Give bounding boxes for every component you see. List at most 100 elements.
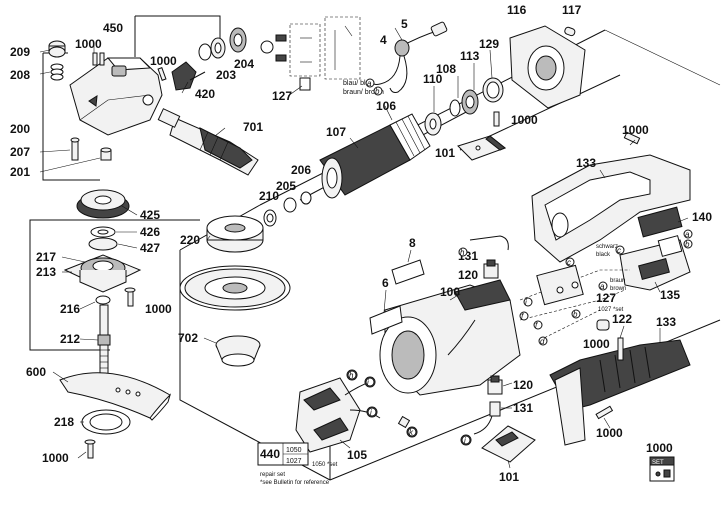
label-203: 203: [216, 68, 236, 82]
brush-cover-101-top: [457, 111, 507, 161]
screw-1000-b: [157, 67, 167, 81]
power-cord: [371, 21, 448, 93]
bearings-110-113: [424, 77, 504, 136]
conn-i-2: i: [464, 436, 466, 445]
conn-k-1: k: [409, 428, 414, 437]
label-208: 208: [10, 68, 30, 82]
label-425: 425: [140, 208, 160, 222]
screw-1000-top: [92, 52, 105, 66]
connector-131-120-top: [469, 235, 509, 279]
label-5: 5: [401, 17, 408, 31]
label-8: 8: [409, 236, 416, 250]
label-113: 113: [460, 49, 480, 63]
grinding-disc: [179, 265, 291, 311]
wire-brown-2: brown: [610, 286, 626, 292]
label-129: 129: [479, 37, 499, 51]
label-106: 106: [376, 99, 396, 113]
pin-207: [70, 137, 80, 161]
legend-repair-set: repair set: [260, 472, 285, 478]
label-1000-c: 1000: [511, 113, 538, 127]
label-100: 100: [440, 285, 460, 299]
wire-schwarz: schwarz: [596, 244, 618, 250]
arrow-marking-icon: [88, 95, 98, 107]
label-1000-g: 1000: [583, 337, 610, 351]
label-702: 702: [178, 331, 198, 345]
wire-blue: blau/ blue: [343, 80, 373, 87]
backing-flange-702: [215, 335, 261, 367]
motor-housing-100: [379, 279, 521, 396]
label-135: 135: [660, 288, 680, 302]
connector-letters: a b c c a b a i f b f d h h i i k i: [347, 78, 693, 445]
leader-lines: [39, 27, 689, 469]
switch-wiring-127: [519, 264, 630, 341]
plug-201: [100, 147, 112, 161]
legend-bulletin: *see Bulletin for reference: [260, 480, 330, 486]
bearing-flange-213: [63, 254, 142, 293]
label-101-a: 101: [435, 146, 455, 160]
label-131-b: 131: [513, 401, 533, 415]
wheel-guard-600: [59, 372, 172, 421]
label-108: 108: [436, 62, 456, 76]
label-217: 217: [36, 250, 56, 264]
label-213: 213: [36, 265, 56, 279]
label-4: 4: [380, 33, 387, 47]
conn-a-3: a: [600, 282, 605, 291]
label-200: 200: [10, 122, 30, 136]
spindle-212: [97, 304, 111, 376]
label-6: 6: [382, 276, 389, 290]
conn-b-2: b: [685, 240, 690, 249]
label-127-a: 127: [272, 89, 292, 103]
label-133-a: 133: [576, 156, 596, 170]
label-207: 207: [10, 145, 30, 159]
label-1027: 1027: [286, 458, 302, 465]
label-1000-b: 1000: [150, 54, 177, 68]
label-117: 117: [562, 3, 582, 17]
screw-1000-lower: [595, 405, 614, 420]
label-1000-i: 1000: [646, 441, 673, 455]
wire-annotations: blau/ blue braun/ brown schwarz black br…: [260, 80, 626, 486]
bearing-203-204: [198, 27, 247, 61]
label-701: 701: [243, 120, 263, 134]
brush-cover-101-bottom: [481, 425, 536, 463]
baffle-6-8: [369, 259, 425, 335]
label-440: 440: [260, 447, 280, 461]
screw-1000-216: [95, 287, 136, 307]
set-1050: 1050 *set: [312, 462, 338, 468]
wire-braun: braun: [610, 278, 625, 284]
label-209: 209: [10, 45, 30, 59]
conn-b-1: b: [375, 87, 380, 96]
label-600: 600: [26, 365, 46, 379]
label-133-b: 133: [656, 315, 676, 329]
armature-107: [299, 109, 471, 201]
label-120-a: 120: [458, 268, 478, 282]
part-number-labels: 450 209 1000 208 1000 200 207 201 203 20…: [10, 3, 712, 484]
conn-c-1: c: [567, 258, 571, 267]
conn-f-1: i: [525, 298, 527, 307]
wire-brown: braun/ brown: [343, 89, 384, 96]
conn-i-1: i: [370, 408, 372, 417]
label-140: 140: [692, 210, 712, 224]
label-450: 450: [103, 21, 123, 35]
wiring-schematic: [260, 16, 361, 91]
wire-black: black: [596, 252, 611, 258]
label-205: 205: [276, 179, 296, 193]
conn-d-1: d: [540, 337, 545, 346]
label-1000-e: 1000: [42, 451, 69, 465]
flange-nut-220: [206, 215, 264, 253]
label-1000-d: 1000: [145, 302, 172, 316]
side-handle-701: [157, 108, 259, 176]
label-107: 107: [326, 125, 346, 139]
conn-f-2: i: [367, 378, 369, 387]
conn-h-2: h: [349, 371, 354, 380]
conn-c-2: c: [617, 246, 621, 255]
label-206: 206: [291, 163, 311, 177]
label-105: 105: [347, 448, 367, 462]
label-116: 116: [507, 3, 527, 17]
handle-half-133: [531, 131, 691, 263]
springs-washers: [50, 63, 64, 81]
set-1027: 1027 *set: [598, 307, 624, 313]
label-426: 426: [140, 225, 160, 239]
conn-a-1: a: [367, 79, 372, 88]
conn-e-1: f: [521, 312, 524, 321]
